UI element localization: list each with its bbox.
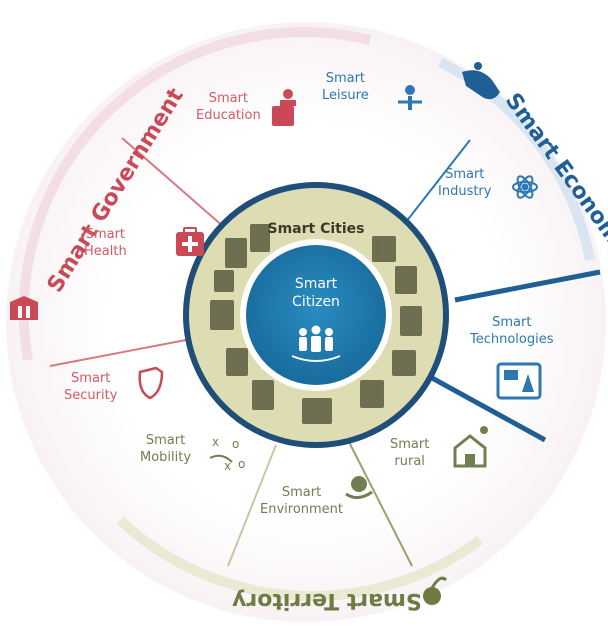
government-arc	[18, 27, 372, 361]
building-icon	[360, 380, 384, 408]
label-health-line2: Health	[84, 244, 127, 259]
label-industry-line2: Industry	[438, 184, 492, 199]
hand-globe-icon	[345, 476, 373, 499]
house-icon	[453, 426, 488, 468]
building-icon	[392, 350, 416, 376]
label-education: Smart Education	[196, 90, 261, 124]
label-mobility-line1: Smart	[145, 433, 186, 448]
territory-arc	[116, 516, 483, 602]
label-education-line1: Smart	[208, 91, 249, 106]
building-icon	[400, 306, 422, 336]
route-icon: x o x o	[209, 435, 245, 473]
smart-citizen-line1: Smart	[295, 276, 338, 292]
smart-citizen-line2: Citizen	[292, 294, 340, 310]
label-rural: Smart rural	[390, 436, 429, 470]
label-security-line2: Security	[64, 388, 118, 403]
building-icon	[395, 266, 417, 294]
atom-icon	[512, 175, 538, 199]
label-rural-line2: rural	[394, 454, 425, 469]
label-industry-line1: Smart	[445, 167, 485, 182]
shield-icon	[138, 366, 164, 400]
education-icon	[272, 89, 296, 126]
label-technologies: Smart Technologies	[470, 314, 554, 348]
smart-territory-title: Smart Territory	[232, 588, 422, 613]
hand-icon	[462, 62, 500, 100]
label-security: Smart Security	[64, 370, 117, 404]
label-mobility-line2: Mobility	[140, 450, 192, 465]
label-mobility: Smart Mobility	[140, 432, 191, 466]
label-industry: Smart Industry	[438, 166, 491, 200]
label-leisure-line1: Smart	[325, 71, 366, 86]
label-environment-line2: Environment	[260, 502, 344, 517]
building-icon	[226, 348, 248, 376]
label-technologies-line1: Smart	[492, 315, 532, 330]
label-health: Smart Health	[84, 226, 127, 260]
svg-text:o: o	[238, 457, 245, 471]
building-icon	[214, 270, 234, 292]
building-icon	[210, 300, 234, 330]
building-icon	[250, 224, 270, 252]
label-technologies-line2: Technologies	[470, 332, 554, 347]
security-line	[49, 339, 187, 367]
label-security-line1: Smart	[71, 371, 111, 386]
plant-icon	[423, 576, 448, 605]
medical-kit-icon	[176, 227, 204, 256]
education-line	[121, 137, 226, 229]
label-environment: Smart Environment	[260, 484, 343, 518]
rural-line	[430, 375, 547, 443]
building-icon	[302, 398, 332, 424]
svg-text:x: x	[212, 435, 219, 449]
label-environment-line1: Smart	[281, 485, 322, 500]
building-icon	[225, 238, 247, 268]
building-icon	[372, 236, 396, 262]
technologies-line	[454, 269, 601, 303]
tablet-icon	[496, 362, 542, 400]
mobility-line	[227, 444, 277, 567]
government-building-icon	[10, 296, 38, 320]
building-icon	[252, 380, 274, 410]
building-icons	[210, 224, 422, 424]
svg-text:o: o	[232, 437, 239, 451]
label-health-line1: Smart	[85, 227, 126, 242]
svg-text:x: x	[224, 459, 231, 473]
smart-citizen-circle	[246, 245, 386, 385]
label-rural-line1: Smart	[390, 437, 430, 452]
label-education-line2: Education	[196, 108, 261, 123]
label-leisure: Smart Leisure	[322, 70, 369, 104]
smart-cities-title: Smart Cities	[268, 221, 365, 237]
environment-line	[347, 439, 413, 567]
people-icon	[291, 325, 341, 362]
leisure-icon	[398, 85, 422, 110]
label-leisure-line2: Leisure	[322, 88, 369, 103]
